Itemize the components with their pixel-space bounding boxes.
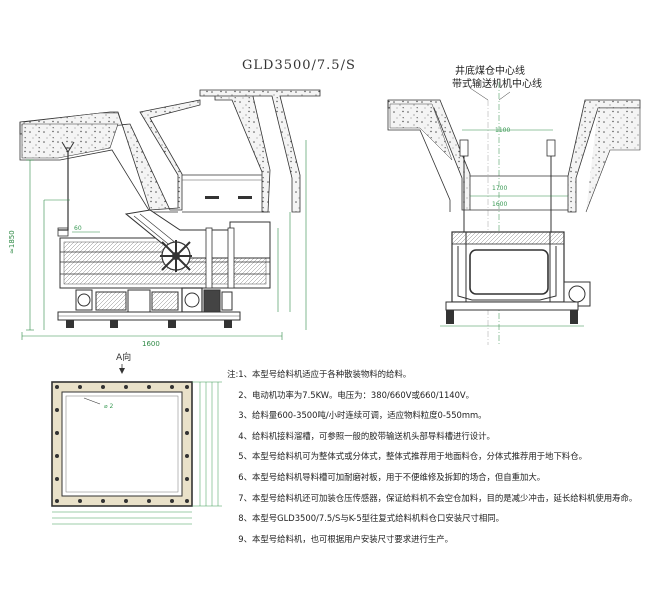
model-title: GLD3500/7.5/S [242, 58, 356, 73]
dim-60: 60 [74, 225, 82, 232]
note-item: 5、本型号给料机可为整体式或分体式，整体式推荐用于地面料仓，分体式推荐用于地下料… [238, 451, 587, 462]
side-dimensions [21, 140, 307, 340]
motor-reducer-icon [75, 287, 233, 313]
note-item: 注:1、本型号给料机适应于各种散装物料的给料。 [227, 369, 412, 379]
view-a-label: A向 [116, 351, 131, 363]
dim-1850: ≈1850 [8, 230, 16, 254]
technical-notes: 注:1、本型号给料机适应于各种散装物料的给料。 2、电动机功率为7.5KW。电压… [218, 364, 648, 549]
note-item: 2、电动机功率为7.5KW。电压为：380/660V或660/1140V。 [238, 389, 475, 400]
note-item: 3、给料量600-3500吨/小时连续可调，适应物料粒度0-550mm。 [238, 410, 487, 421]
right-slab [199, 89, 321, 213]
note-item: 6、本型号给料机导料槽可加耐磨衬板，用于不便维修及拆卸的场合，但自重加大。 [238, 471, 546, 482]
dim-1600: 1600 [142, 340, 160, 348]
right-concrete-wall [214, 91, 271, 213]
dim-1600b: 1600 [492, 201, 507, 208]
plan-dimensions [52, 381, 222, 525]
end-elevation: 1100 1700 1600 [387, 82, 641, 345]
note-item: 4、给料机接料溜槽，可参照一般的胶带输送机头部导料槽进行设计。 [238, 430, 495, 441]
note-item: 9、本型号给料机，也可根据用户安装尺寸要求进行生产。 [238, 533, 453, 544]
note-item: 8、本型号GLD3500/7.5/S与K-5型往复式给料机料仓口安装尺寸相同。 [238, 513, 505, 524]
plan-view-a: A向 ⌀ 2 [51, 351, 222, 525]
right-view-right-wall [567, 99, 641, 213]
gear-wheel-icon [160, 240, 192, 272]
left-slab [21, 123, 119, 159]
conveyor-center-label: 带式输送机机中心线 [452, 79, 542, 90]
shaft-center-label: 井底煤仓中心线 [455, 66, 525, 77]
plan-hole-note: ⌀ 2 [104, 403, 114, 410]
dim-1100: 1100 [495, 127, 510, 134]
dim-1700: 1700 [492, 185, 507, 192]
note-item: 7、本型号给料机还可加装仓压传感器，保证给料机不会空仓加料，目的是减少冲击，延长… [238, 492, 638, 503]
side-elevation: ≈1850 1600 60 [8, 89, 321, 348]
